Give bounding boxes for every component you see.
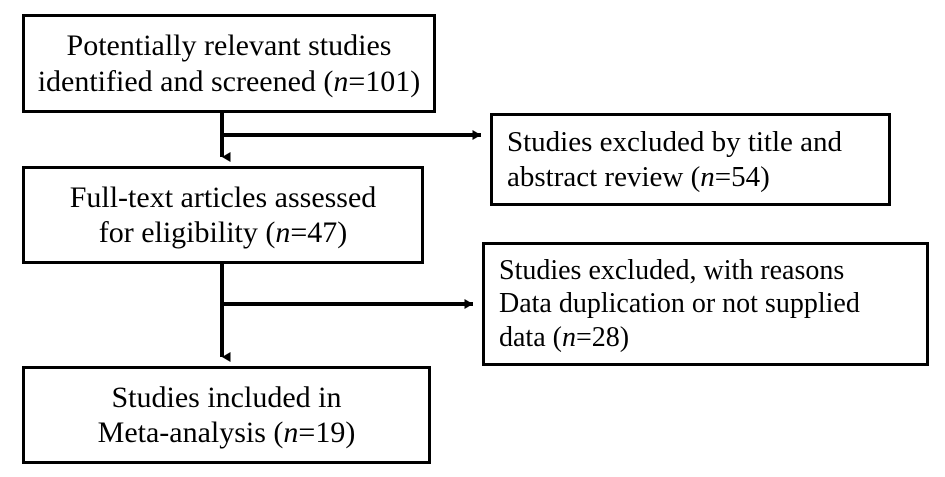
node-studies-included-meta-analysis-line-2: Meta-analysis (n=19) [98,415,356,450]
node-studies-identified-n-symbol: n [333,64,349,98]
node-studies-included-meta-analysis-line-2-text: Meta-analysis ( [97,416,284,449]
node-studies-excluded-with-reasons-line-2: Data duplication or not supplied [499,288,860,320]
node-fulltext-articles-assessed: Full-text articles assessed for eligibil… [22,166,424,264]
node-studies-excluded-with-reasons-line-3-text: data ( [499,321,562,353]
node-fulltext-articles-assessed-n-value: =47) [290,216,348,249]
node-studies-included-meta-analysis-n-symbol: n [283,416,299,449]
node-studies-included-meta-analysis-n-value: =19) [298,416,356,449]
node-studies-identified-n-value: =101) [348,64,421,98]
node-studies-excluded-title-abstract-line-2: abstract review (n=54) [507,160,770,194]
node-fulltext-articles-assessed-line-2: for eligibility (n=47) [99,215,348,250]
node-studies-identified-line-2-text: identified and screened ( [37,64,334,98]
node-studies-identified-line-1: Potentially relevant studies [66,29,392,63]
node-studies-excluded-title-abstract-n-value: =54) [714,160,770,193]
node-studies-excluded-title-abstract-n-symbol: n [700,160,715,193]
node-studies-excluded-title-abstract: Studies excluded by title and abstract r… [490,113,891,206]
node-studies-excluded-with-reasons-line-1: Studies excluded, with reasons [499,255,845,287]
node-studies-excluded-with-reasons-line-3: data (n=28) [499,321,629,354]
node-studies-included-meta-analysis-line-1: Studies included in [111,380,342,414]
node-fulltext-articles-assessed-line-2-text: for eligibility ( [98,216,276,249]
node-studies-identified: Potentially relevant studies identified … [22,14,436,113]
node-studies-excluded-with-reasons: Studies excluded, with reasons Data dupl… [482,242,929,366]
node-studies-excluded-title-abstract-line-2-text: abstract review ( [507,160,701,193]
node-studies-included-meta-analysis: Studies included in Meta-analysis (n=19) [22,366,431,464]
node-studies-identified-line-2: identified and screened (n=101) [38,64,421,99]
node-fulltext-articles-assessed-n-symbol: n [275,216,291,249]
node-studies-excluded-title-abstract-line-1: Studies excluded by title and [507,126,843,159]
node-fulltext-articles-assessed-line-1: Full-text articles assessed [69,180,377,214]
node-studies-excluded-with-reasons-n-value: =28) [575,321,630,353]
node-studies-excluded-with-reasons-n-symbol: n [561,321,576,353]
